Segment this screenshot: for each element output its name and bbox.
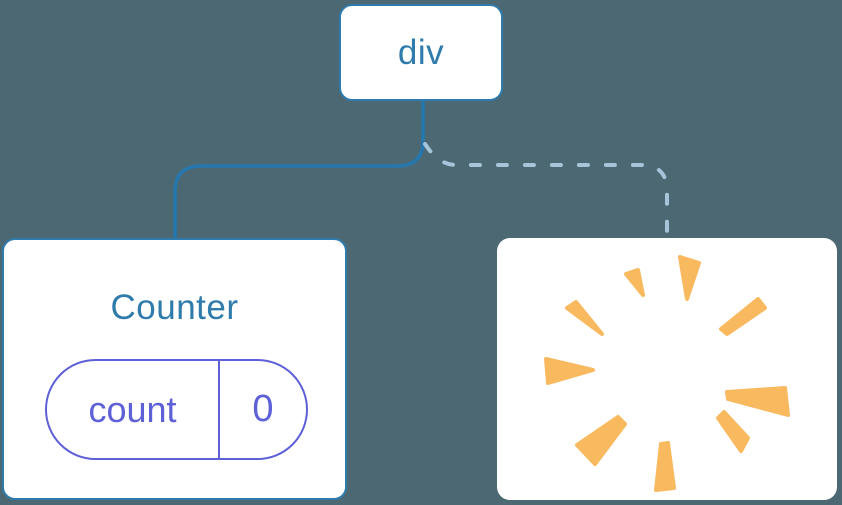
- poof-wedge: [716, 410, 750, 453]
- poof-wedge: [565, 300, 604, 336]
- tree-node-div: div: [339, 4, 503, 101]
- poof-wedge: [719, 297, 767, 336]
- poof-wedge: [544, 357, 595, 385]
- tree-node-removed: [497, 238, 837, 500]
- poof-wedge: [575, 415, 627, 466]
- tree-node-counter: Counter count 0: [2, 238, 347, 500]
- poof-wedge: [624, 268, 645, 297]
- poof-wedge: [678, 255, 701, 301]
- state-value-cell: 0: [220, 361, 306, 458]
- poof-wedge: [654, 441, 676, 492]
- state-value-label: 0: [252, 388, 274, 430]
- state-pill: count 0: [45, 359, 308, 460]
- state-key-label: count: [88, 388, 177, 430]
- state-key-cell: count: [47, 361, 220, 458]
- connector-dashed-line: [423, 142, 669, 241]
- div-node-label: div: [397, 32, 445, 72]
- connector-solid-line: [173, 101, 425, 239]
- counter-component-title: Counter: [110, 288, 239, 327]
- poof-explosion-icon: [544, 255, 790, 492]
- poof-wedge: [725, 386, 790, 417]
